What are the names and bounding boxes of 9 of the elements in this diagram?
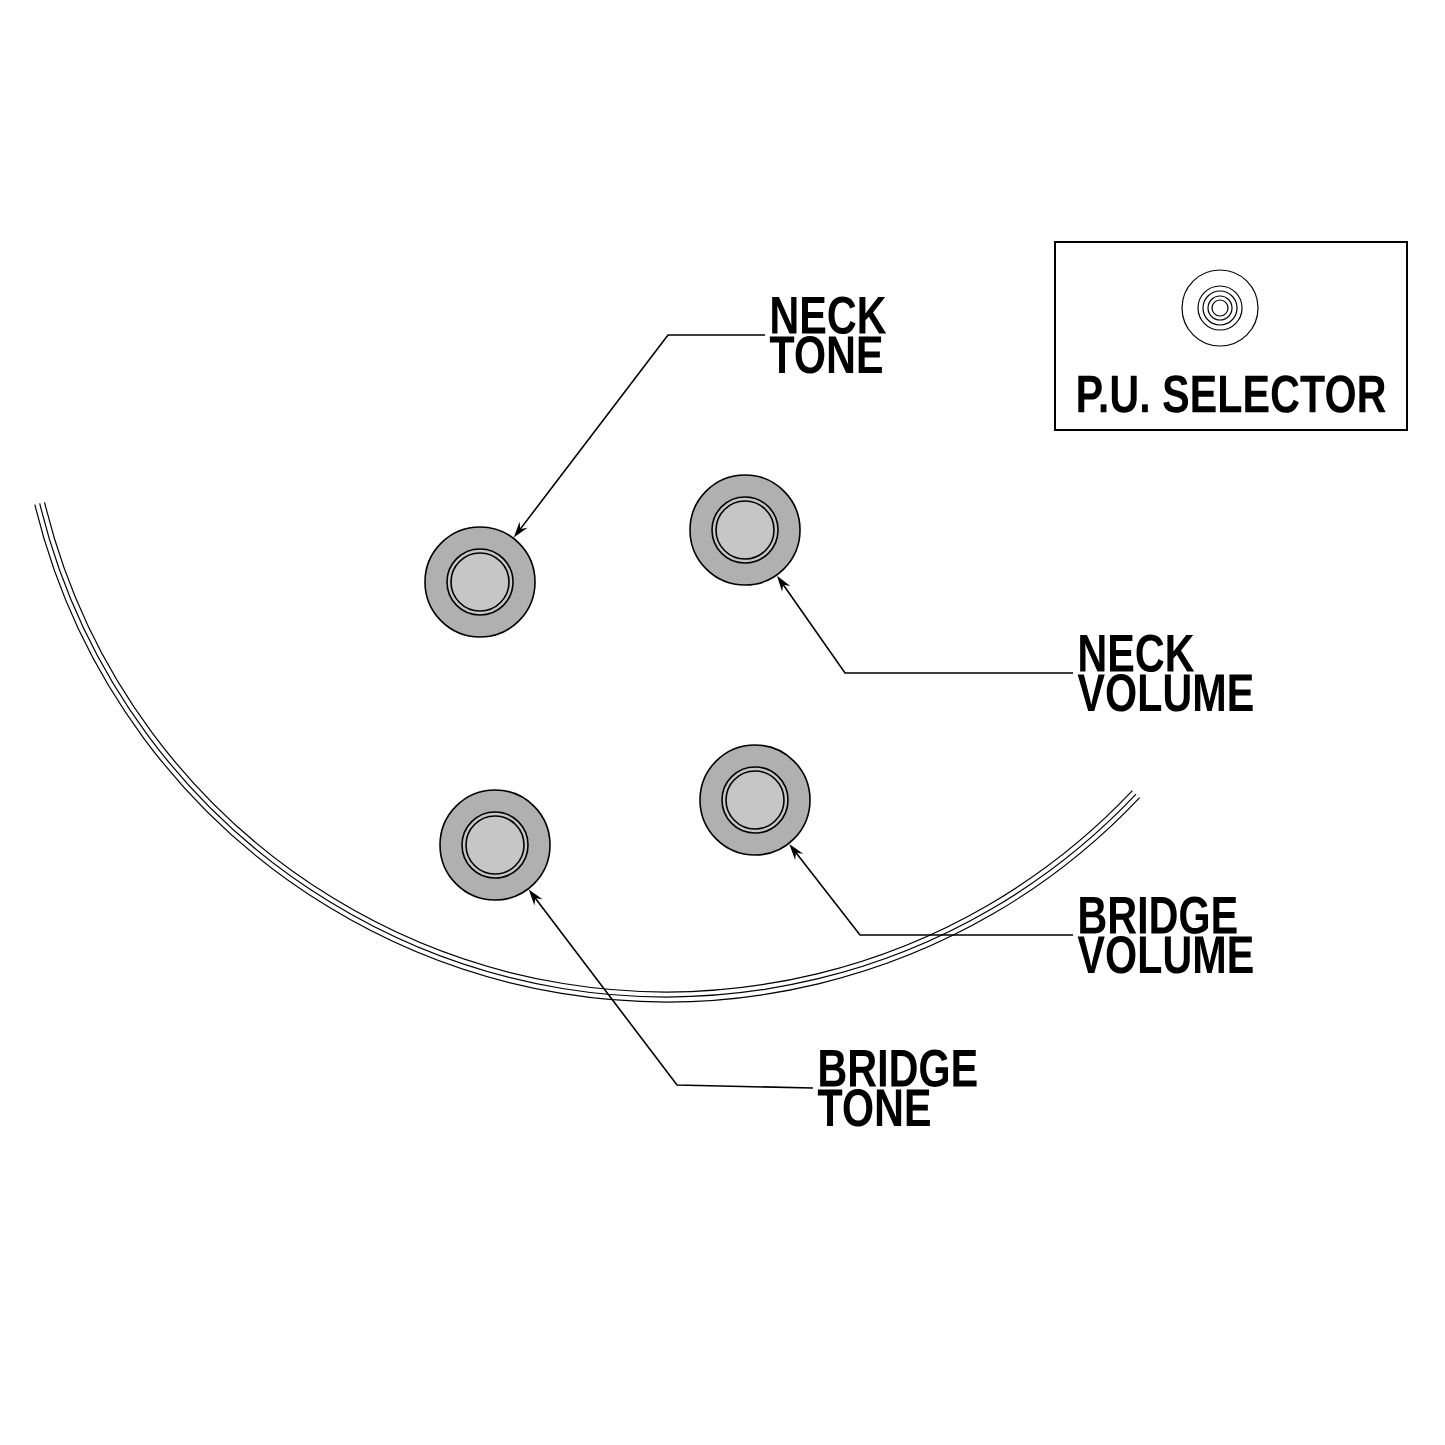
control-knob <box>699 744 811 856</box>
label-box: P.U. SELECTOR <box>1054 241 1408 431</box>
control-knob <box>439 789 551 901</box>
control-knob <box>689 474 801 586</box>
callout-label: BRIDGE VOLUME <box>1077 896 1253 974</box>
callout-label: NECK VOLUME <box>1077 634 1253 712</box>
callout-label: BRIDGE TONE <box>817 1049 977 1127</box>
control-knob <box>424 526 536 638</box>
callout-label: NECK TONE <box>769 296 887 374</box>
